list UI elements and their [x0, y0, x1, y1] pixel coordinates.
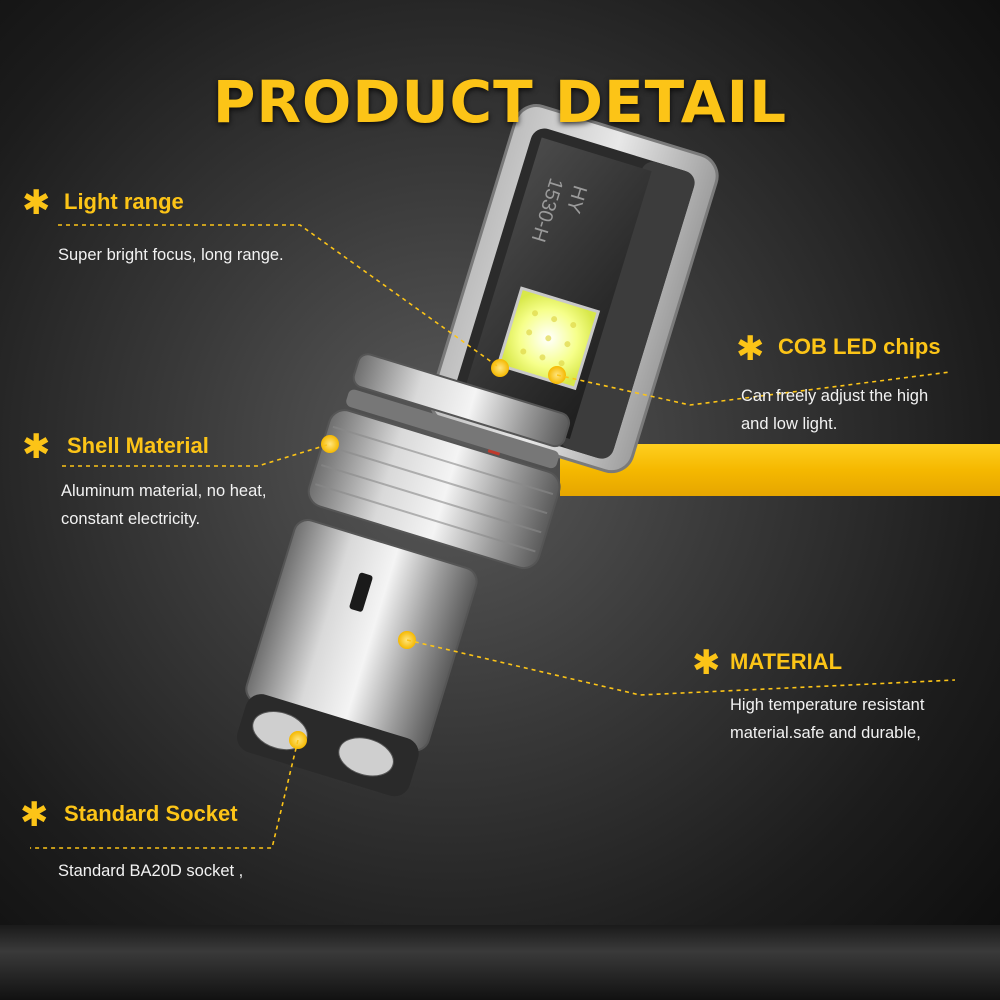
feature-desc-cob-line-1: Can freely adjust the high — [741, 387, 929, 405]
floor-shadow — [0, 925, 1000, 1000]
feature-title-standard-socket: Standard Socket — [64, 801, 238, 826]
asterisk-icon: ✱ — [22, 183, 51, 223]
feature-desc-material-line-1: High temperature resistant — [730, 696, 925, 714]
callout-dot-shell — [321, 435, 339, 453]
feature-title-cob-led-chips: COB LED chips — [778, 334, 941, 359]
feature-title-shell-material: Shell Material — [67, 433, 209, 458]
asterisk-icon: ✱ — [22, 427, 51, 467]
asterisk-icon: ✱ — [692, 643, 721, 683]
feature-desc-shell-line-1: Aluminum material, no heat, — [61, 482, 267, 500]
feature-title-material: MATERIAL — [730, 649, 843, 674]
page-title: PRODUCT DETAIL — [212, 68, 788, 136]
feature-desc-light-range: Super bright focus, long range. — [58, 246, 284, 264]
feature-desc-material-line-2: material.safe and durable, — [730, 724, 921, 742]
asterisk-icon: ✱ — [20, 795, 49, 835]
callout-dot-light-range — [491, 359, 509, 377]
feature-desc-standard-socket: Standard BA20D socket , — [58, 862, 244, 880]
feature-desc-cob-line-2: and low light. — [741, 415, 838, 433]
leader-lines — [30, 224, 956, 849]
aluminum-collar — [307, 353, 571, 570]
ba20d-socket-base — [236, 519, 478, 797]
feature-title-light-range: Light range — [64, 189, 184, 214]
asterisk-icon: ✱ — [736, 329, 765, 369]
feature-desc-shell-line-2: constant electricity. — [61, 510, 201, 528]
